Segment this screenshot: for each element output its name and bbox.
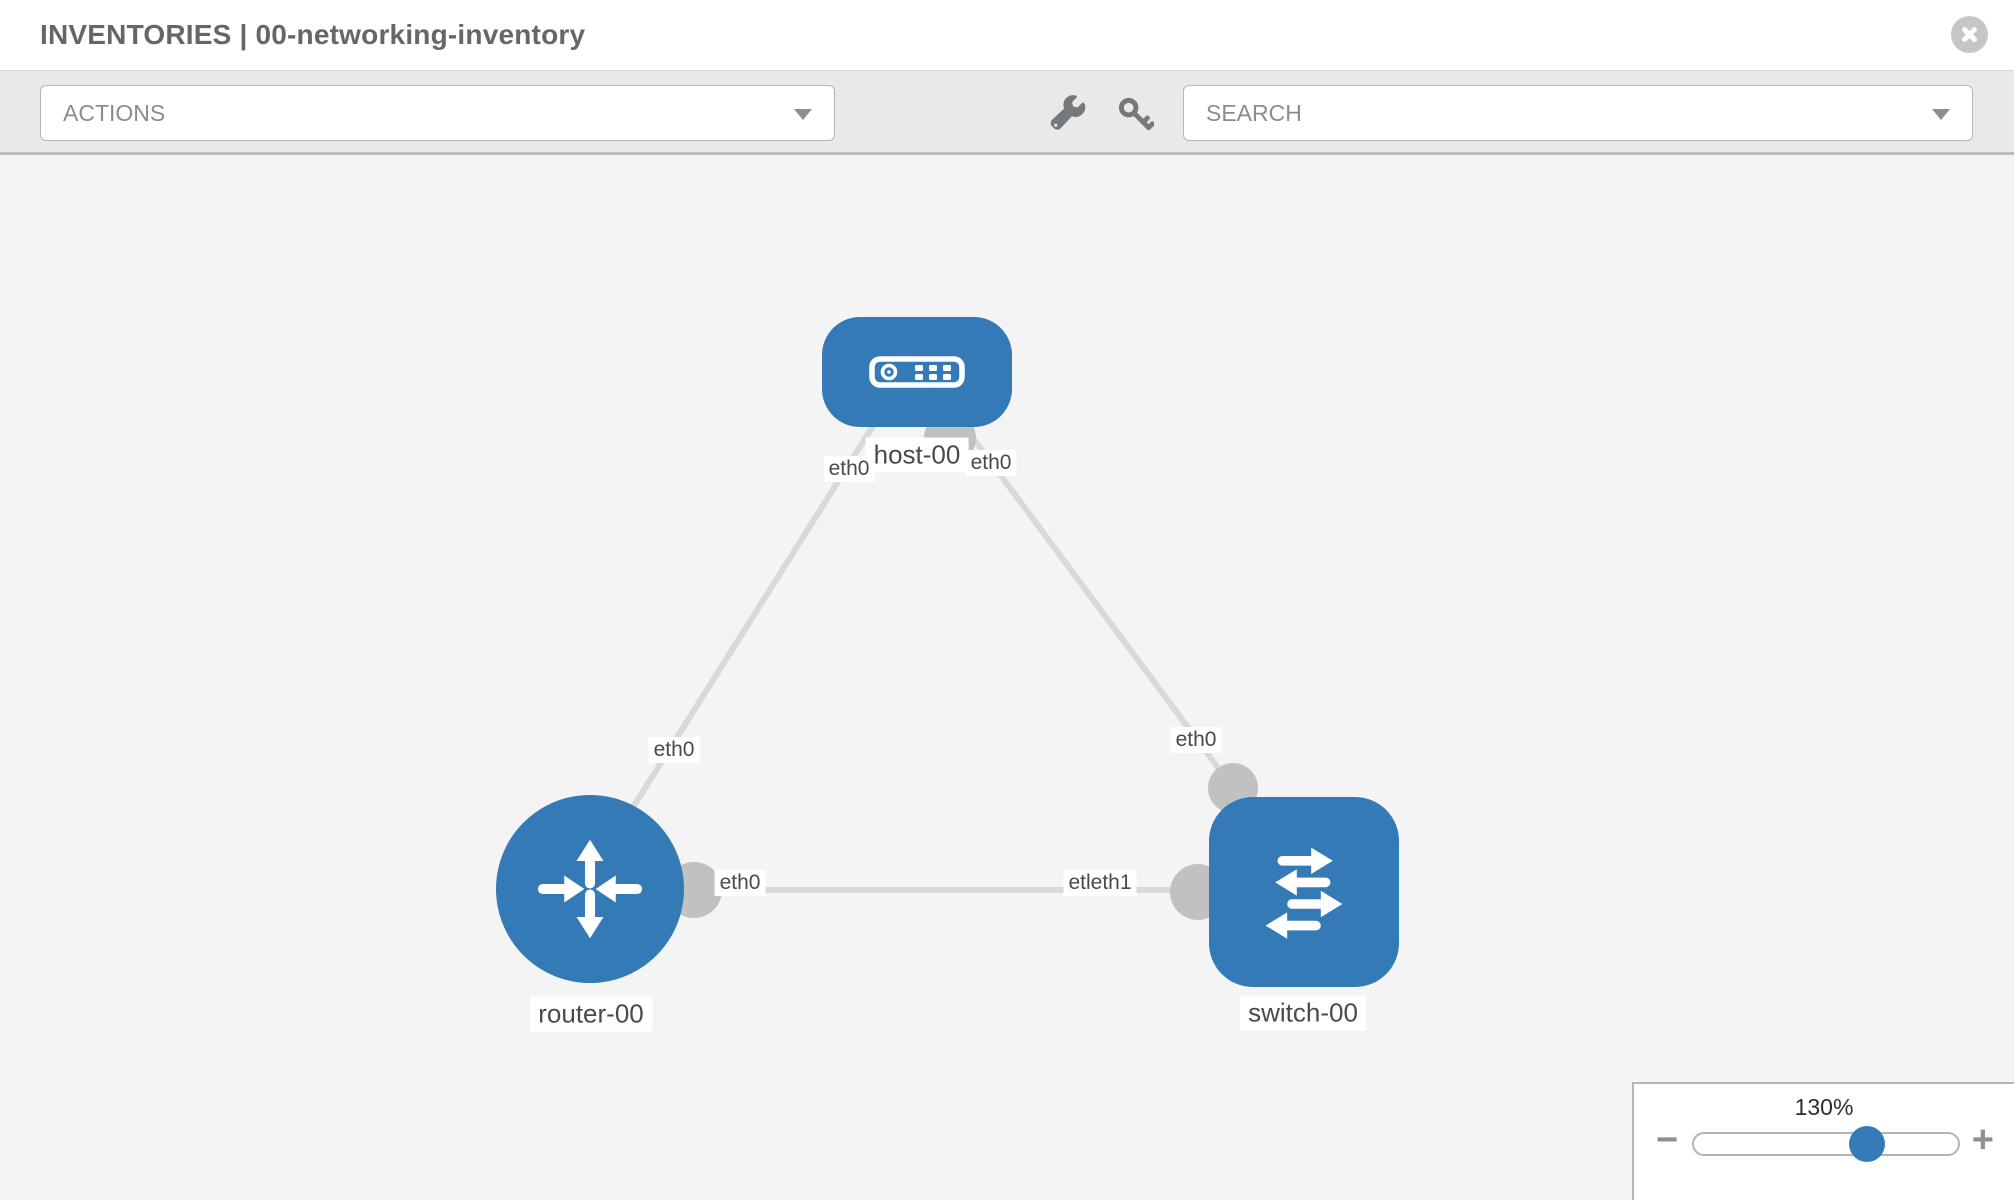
node-label-host: host-00 <box>865 437 969 473</box>
actions-dropdown-label: ACTIONS <box>63 100 166 126</box>
port-label-router-up: eth0 <box>648 737 700 763</box>
zoom-slider[interactable] <box>1692 1126 1960 1162</box>
minus-icon: − <box>1656 1119 1679 1161</box>
port-label-switch-up: eth0 <box>1170 727 1222 753</box>
plus-icon: + <box>1971 1119 1994 1161</box>
zoom-slider-thumb[interactable] <box>1849 1126 1885 1162</box>
wrench-button[interactable] <box>1048 95 1086 133</box>
actions-dropdown[interactable]: ACTIONS <box>40 85 835 141</box>
node-label-router: router-00 <box>530 996 652 1032</box>
close-icon <box>1951 16 1988 53</box>
router-icon <box>537 839 643 939</box>
chevron-down-icon <box>794 109 812 120</box>
host-icon <box>869 356 965 388</box>
port-label-mid-left: eth0 <box>714 870 766 896</box>
wrench-icon <box>1050 95 1086 130</box>
key-button[interactable] <box>1116 95 1155 133</box>
topology-canvas[interactable] <box>0 158 2014 1200</box>
chevron-down-icon <box>1932 109 1950 120</box>
zoom-in-button[interactable]: + <box>1972 1120 1994 1160</box>
node-router-00[interactable] <box>496 795 684 983</box>
port-label-mid-right: etleth1 <box>1063 870 1137 896</box>
node-label-switch: switch-00 <box>1240 995 1366 1031</box>
zoom-out-button[interactable]: − <box>1656 1120 1678 1160</box>
page-title: INVENTORIES | 00-networking-inventory <box>40 19 586 50</box>
close-button[interactable] <box>1951 16 1988 53</box>
toolbar: ACTIONS SEARCH <box>0 70 2014 155</box>
search-dropdown-label: SEARCH <box>1206 100 1302 126</box>
node-switch-00[interactable] <box>1209 797 1399 987</box>
zoom-level-value: 130% <box>1794 1094 1854 1120</box>
key-icon <box>1118 97 1155 131</box>
search-dropdown[interactable]: SEARCH <box>1183 85 1973 141</box>
switch-icon <box>1265 847 1343 939</box>
zoom-panel: 130% − + <box>1632 1082 2014 1200</box>
port-label-host-left: eth0 <box>823 456 875 482</box>
header: INVENTORIES | 00-networking-inventory <box>0 0 2014 70</box>
port-label-host-right: eth0 <box>965 450 1017 476</box>
node-host-00[interactable] <box>822 317 1012 427</box>
